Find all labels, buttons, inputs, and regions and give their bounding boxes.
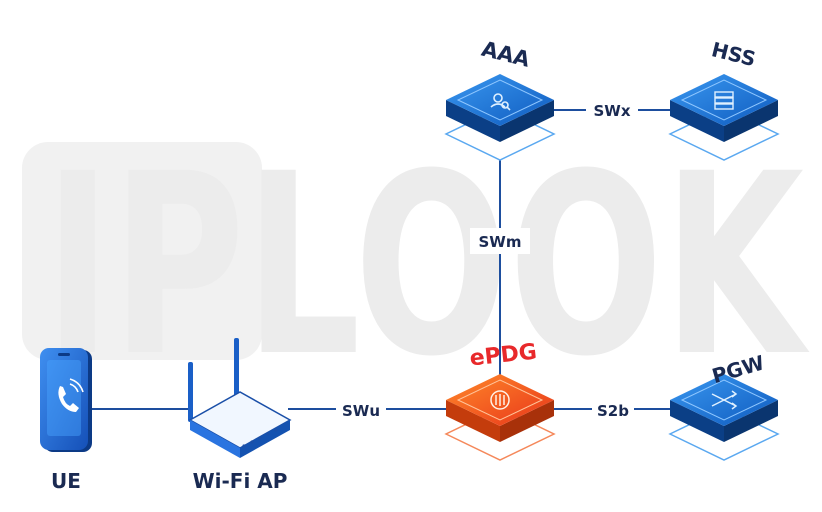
node-ue[interactable]: UE — [40, 348, 92, 493]
ue-label: UE — [51, 469, 81, 493]
hss-label: HSS — [709, 37, 758, 71]
crossing-arrows-icon — [711, 390, 738, 410]
router-icon — [188, 338, 292, 458]
equalizer-icon — [490, 390, 510, 410]
node-hss[interactable]: HSS — [668, 37, 780, 161]
link-labels: SWx SWm SWu S2b — [336, 98, 638, 422]
node-aaa[interactable]: AAA — [444, 37, 556, 161]
swm-label: SWm — [479, 233, 522, 251]
wifi-ap-label: Wi-Fi AP — [193, 469, 288, 493]
swu-label: SWu — [342, 402, 380, 420]
database-icon — [714, 91, 734, 110]
watermark: IPLOOK — [22, 120, 810, 411]
phone-icon — [58, 378, 84, 412]
watermark-text: IPLOOK — [44, 120, 810, 411]
s2b-label: S2b — [597, 402, 629, 420]
swx-label: SWx — [593, 102, 630, 120]
node-wifi-ap[interactable]: Wi-Fi AP — [188, 338, 292, 493]
user-search-icon — [490, 93, 511, 111]
aaa-label: AAA — [479, 37, 533, 72]
node-epdg[interactable]: ePDG — [444, 340, 556, 461]
